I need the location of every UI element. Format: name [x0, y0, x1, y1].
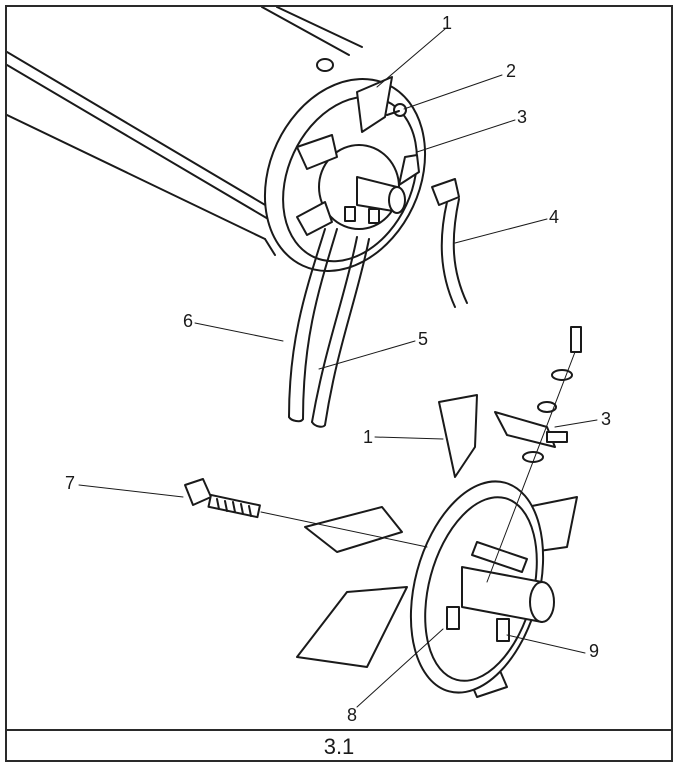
callout-top-4: 4: [549, 207, 559, 227]
figure-caption: 3.1: [323, 733, 355, 759]
cylinder-body: [7, 7, 363, 256]
callout-leaders: [78, 28, 598, 708]
screw-top: [386, 103, 407, 117]
callout-bottom-8: 8: [347, 705, 357, 725]
figure-frame: [5, 5, 673, 762]
baffle-fins-top: [296, 76, 393, 236]
callout-top-6: 6: [183, 311, 193, 331]
callout-top-5: 5: [418, 329, 428, 349]
callout-bottom-7: 7: [65, 473, 75, 493]
nozzle-tube-top: [344, 176, 406, 224]
callout-top-3: 3: [517, 107, 527, 127]
burner-tube-bottom: [446, 566, 555, 642]
bolt-7: [184, 478, 261, 519]
cable-connector-4: [431, 178, 468, 308]
electrode-bracket-top: [398, 154, 420, 186]
callout-bottom-9: 9: [589, 641, 599, 661]
ignition-cable-5: [311, 236, 370, 428]
callout-bottom-1: 1: [363, 427, 373, 447]
ignition-cable-6: [288, 228, 338, 423]
screw-washer-stack: [522, 326, 582, 463]
caption-bar: 3.1: [5, 729, 673, 762]
electrode-clip-bottom: [471, 541, 528, 573]
callout-top-1: 1: [442, 13, 452, 33]
cylinder-plug: [316, 58, 334, 72]
assembly-axis-line: [486, 351, 576, 583]
callout-labels: 1 2 3 4 5 6 1 3 7 8 9: [65, 13, 611, 725]
electrode-bracket-bottom: [494, 411, 568, 448]
bolt-axis-line: [260, 511, 428, 548]
callout-top-2: 2: [506, 61, 516, 81]
callout-bottom-3: 3: [601, 409, 611, 429]
end-plate-top: [263, 77, 427, 273]
exploded-assembly-drawing: 1 2 3 4 5 6 1 3 7 8 9: [7, 7, 611, 725]
